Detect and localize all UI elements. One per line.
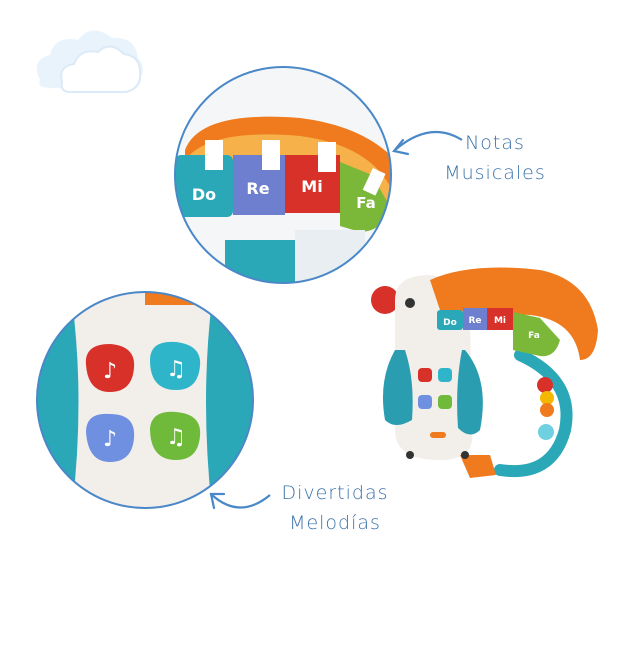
arrow-icon	[209, 492, 271, 510]
toy-key-fa-label: Fa	[528, 331, 540, 341]
key-mi-label: Mi	[301, 177, 322, 196]
toy-key-do-label: Do	[443, 318, 457, 328]
arrow-icon	[392, 130, 463, 156]
callout-top-line1: Notas	[465, 132, 525, 154]
callout-notas-musicales: Notas Musicales	[430, 128, 560, 188]
key-fa-label: Fa	[356, 194, 376, 212]
svg-text:♪: ♪	[103, 359, 117, 384]
zoom-circle-keys: Do Re Mi Fa	[174, 66, 392, 284]
music-note-icon: ♫	[150, 411, 201, 460]
music-note-icon: ♫	[150, 341, 201, 390]
callout-bottom-line1: Divertidas	[281, 482, 389, 504]
zoom-circle-buttons: ♪ ♫ ♪ ♫	[36, 291, 254, 509]
toy-key-mi-label: Mi	[494, 316, 506, 326]
svg-text:♫: ♫	[166, 425, 186, 450]
cloud-icon	[36, 30, 143, 93]
toucan-toy: Do Re Mi Fa	[371, 267, 598, 478]
svg-text:♫: ♫	[166, 357, 186, 382]
music-note-icon: ♪	[86, 413, 135, 462]
key-do-label: Do	[192, 185, 216, 204]
toy-key-re-label: Re	[468, 316, 481, 326]
svg-text:♪: ♪	[103, 427, 117, 452]
callout-bottom-line2: Melodías	[289, 512, 381, 534]
music-note-icon: ♪	[85, 344, 135, 392]
callout-top-line2: Musicales	[444, 162, 546, 184]
callout-divertidas-melodias: Divertidas Melodías	[270, 478, 400, 538]
key-re-label: Re	[246, 179, 269, 198]
